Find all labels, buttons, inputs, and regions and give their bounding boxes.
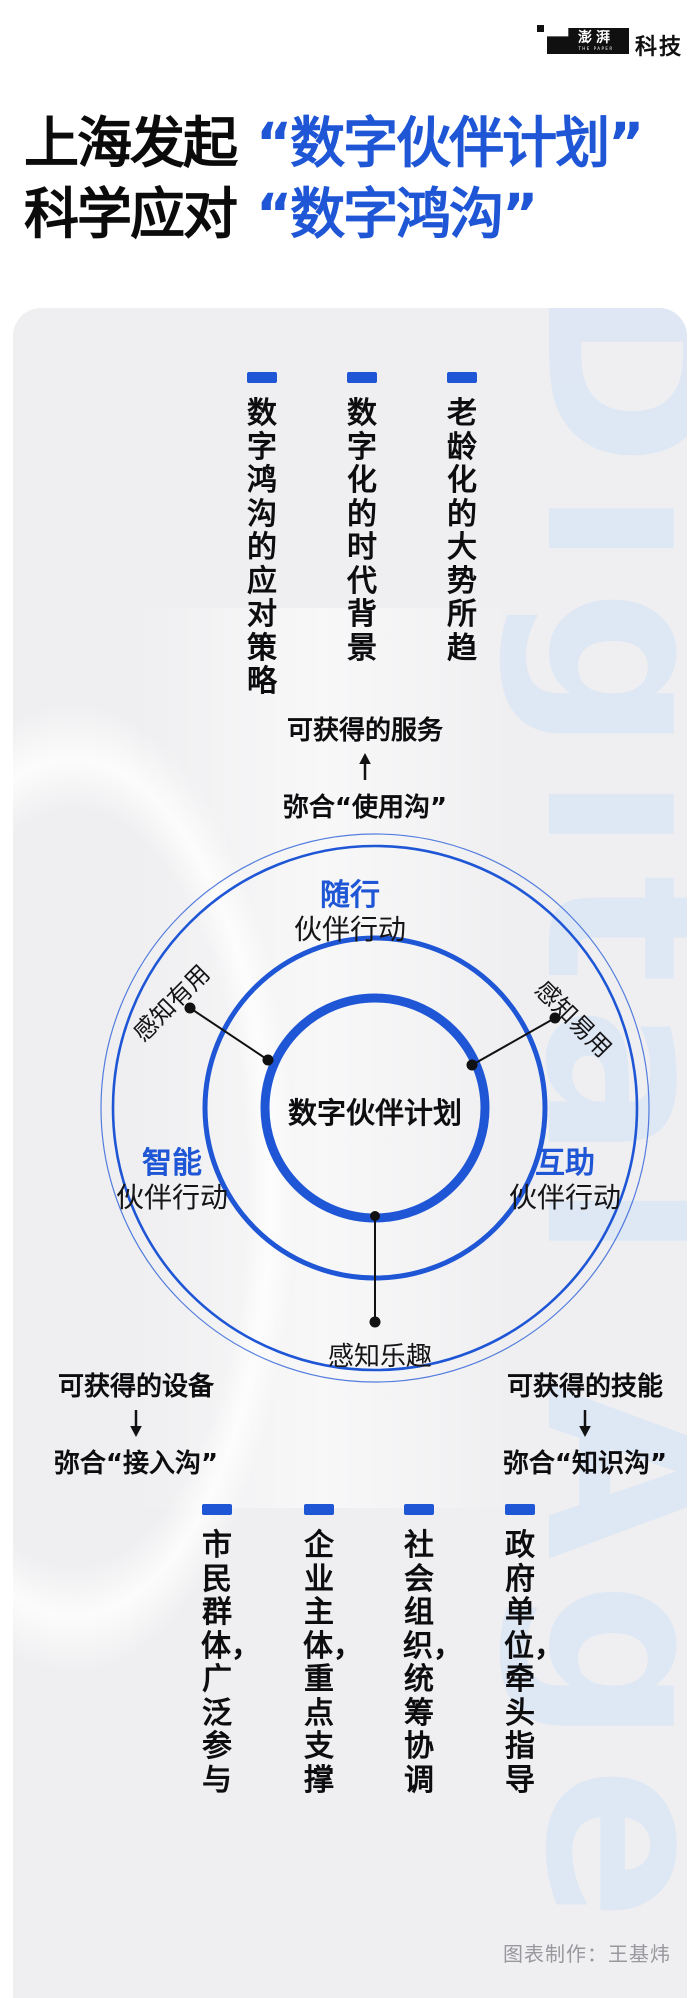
decorative-outer-ring xyxy=(100,833,650,1383)
blue-dash-icon xyxy=(347,372,377,383)
title-line2-black: 科学应对 xyxy=(24,182,238,246)
callout-device: 可获得的设备 弥合“接入沟” xyxy=(23,1366,249,1480)
arrow-down-icon xyxy=(130,1410,142,1437)
connector-dot xyxy=(184,1002,196,1014)
connector-dot xyxy=(549,1012,561,1024)
perception-label-fun: 感知乐趣 xyxy=(327,1342,432,1372)
blue-dash-icon xyxy=(404,1504,434,1515)
logo-mark-icon: 澎湃 THE PAPER xyxy=(547,28,629,54)
callout-device-gap: 弥合“接入沟” xyxy=(53,1449,219,1479)
logo-square-icon xyxy=(537,25,544,32)
callout-service-label: 可获得的服务 xyxy=(286,716,443,746)
callout-skill-label: 可获得的技能 xyxy=(506,1372,663,1402)
ring-label-left: 智能 伙伴行动 xyxy=(84,1148,260,1214)
context-column-text: 数字鸿沟的应对策略 xyxy=(247,396,277,699)
blue-dash-icon xyxy=(304,1504,334,1515)
callout-skill: 可获得的技能 弥合“知识沟” xyxy=(477,1366,687,1480)
context-column-digital-era: 数字化的时代背景 xyxy=(339,372,385,665)
title-line1-blue: “数字伙伴计划” xyxy=(256,111,644,175)
blue-dash-icon xyxy=(247,372,277,383)
connector-dot xyxy=(369,1316,381,1328)
ring-label-rest: 伙伴行动 xyxy=(115,1181,228,1214)
ring-label-highlight: 随行 xyxy=(320,878,380,913)
logo-sub-text: THE PAPER xyxy=(578,46,614,51)
actor-column-text: 企业主体，重点支撑 xyxy=(303,1528,363,1798)
actor-column-government: 政府单位，牵头指导 xyxy=(497,1504,564,1798)
concentric-rings-diagram xyxy=(100,833,650,1383)
actor-column-enterprises: 企业主体，重点支撑 xyxy=(296,1504,363,1798)
context-column-text: 老龄化的大势所趋 xyxy=(447,396,477,666)
ring-label-right: 互助 伙伴行动 xyxy=(477,1148,653,1214)
context-column-text: 数字化的时代背景 xyxy=(347,396,377,666)
callout-service: 可获得的服务 弥合“使用沟” xyxy=(235,710,495,824)
ring-label-top: 随行 伙伴行动 xyxy=(262,880,438,946)
actor-column-text: 市民群体，广泛参与 xyxy=(201,1528,261,1798)
title-line-2: 科学应对 “数字鸿沟” xyxy=(24,169,642,246)
outer-ring xyxy=(111,844,639,1372)
blue-dash-icon xyxy=(202,1504,232,1515)
ring-label-highlight: 智能 xyxy=(142,1146,202,1181)
connector-dot xyxy=(262,1054,274,1066)
title-line2-blue: “数字鸿沟” xyxy=(256,182,538,246)
actor-column-citizens: 市民群体，广泛参与 xyxy=(194,1504,261,1798)
publisher-logo: 澎湃 THE PAPER 科技 xyxy=(537,22,687,60)
title-line1-black: 上海发起 xyxy=(24,111,238,175)
blue-dash-icon xyxy=(505,1504,535,1515)
blue-dash-icon xyxy=(447,372,477,383)
actor-column-text: 社会组织，统筹协调 xyxy=(403,1528,463,1798)
connector-dot xyxy=(466,1059,478,1071)
callout-device-label: 可获得的设备 xyxy=(57,1372,214,1402)
background-watermark-text: Digital Age xyxy=(495,308,687,1944)
context-column-aging: 老龄化的大势所趋 xyxy=(439,372,485,665)
actor-column-text: 政府单位，牵头指导 xyxy=(504,1528,564,1798)
connector-dot xyxy=(370,1211,380,1221)
callout-skill-gap: 弥合“知识沟” xyxy=(502,1449,668,1479)
context-column-strategy: 数字鸿沟的应对策略 xyxy=(239,372,285,699)
callout-service-gap: 弥合“使用沟” xyxy=(282,793,448,823)
logo-cn-text: 澎湃 xyxy=(578,30,614,46)
title-line-1: 上海发起 “数字伙伴计划” xyxy=(24,98,644,175)
arrow-down-icon xyxy=(579,1410,591,1437)
ring-label-rest: 伙伴行动 xyxy=(508,1181,621,1214)
connector-left xyxy=(189,1007,269,1061)
infographic-card: Digital Age 数字鸿沟的应对策略 数字化的时代背景 老龄化的大势所趋 … xyxy=(13,308,687,1998)
ring-label-highlight: 互助 xyxy=(535,1146,595,1181)
connector-right xyxy=(471,1017,556,1066)
logo-suffix-text: 科技 xyxy=(635,35,684,60)
credit-line: 图表制作：王基炜 xyxy=(503,1942,671,1966)
ring-label-rest: 伙伴行动 xyxy=(293,913,406,946)
actor-column-social-orgs: 社会组织，统筹协调 xyxy=(396,1504,463,1798)
arrow-up-icon xyxy=(359,753,371,780)
page-title: 上海发起 “数字伙伴计划” 科学应对 “数字鸿沟” xyxy=(24,98,644,246)
diagram-center-label: 数字伙伴计划 xyxy=(287,1096,462,1130)
